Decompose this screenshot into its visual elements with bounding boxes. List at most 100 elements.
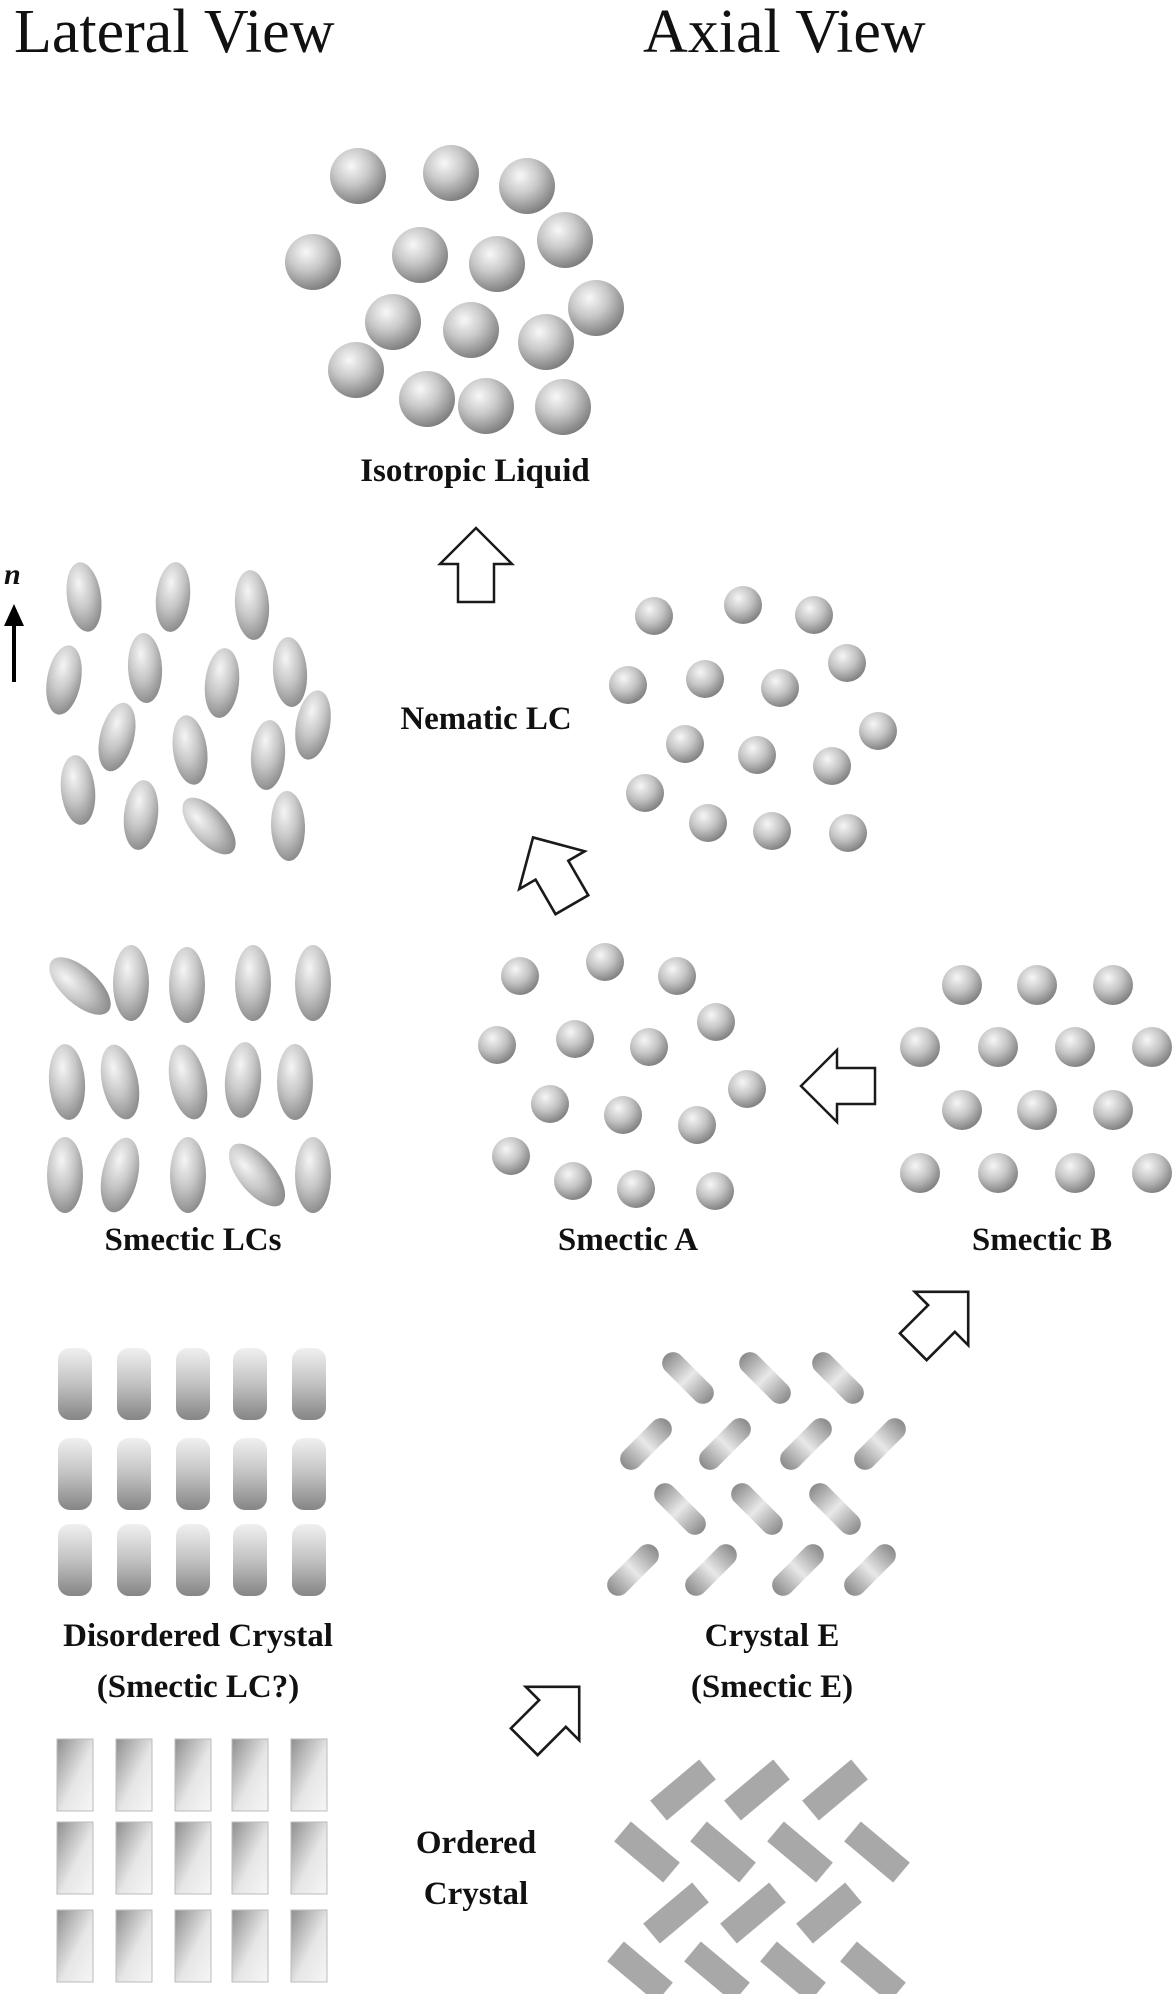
block-particle (290, 1909, 328, 1983)
block-particle (231, 1738, 269, 1812)
small-sphere-particle (696, 1172, 734, 1210)
small-sphere-particle (658, 957, 696, 995)
pill-particle (809, 1483, 861, 1535)
ellipsoid-particle (60, 755, 96, 825)
ellipsoid-particle (295, 945, 331, 1021)
rod-particle (292, 1438, 326, 1510)
sphere-particle (458, 378, 514, 434)
ellipsoid-particle (127, 633, 163, 703)
block-particle (56, 1909, 94, 1983)
ellipsoid-particle (204, 648, 240, 718)
smectic-b-particles (900, 965, 1172, 1193)
lateral-view-header: Lateral View (14, 0, 335, 66)
ellipsoid-particle (168, 1044, 208, 1120)
small-sphere-particle (942, 1090, 982, 1130)
small-sphere-particle (1093, 965, 1133, 1005)
rod-particle (117, 1348, 151, 1420)
block-particle (290, 1821, 328, 1895)
small-sphere-particle (978, 1027, 1018, 1067)
sphere-particle (392, 227, 448, 283)
small-sphere-particle (689, 804, 727, 842)
ellipsoid-particle (228, 1143, 286, 1207)
pill-particle (844, 1544, 896, 1596)
rod-particle (117, 1524, 151, 1596)
smectic-a-particles (478, 943, 766, 1210)
sphere-particle (330, 148, 386, 204)
sphere-particle (568, 280, 624, 336)
crystal-e-particles (607, 1352, 906, 1596)
director-arrow (4, 604, 24, 682)
small-sphere-particle (1132, 1027, 1172, 1067)
sphere-particle (399, 371, 455, 427)
isotropic-liquid-label: Isotropic Liquid (360, 453, 590, 489)
sphere-particle (423, 145, 479, 201)
small-sphere-particle (531, 1085, 569, 1123)
small-sphere-particle (617, 1170, 655, 1208)
ordered-crystal-sublabel: Crystal (424, 1876, 528, 1912)
pill-particle (731, 1483, 783, 1535)
ellipsoid-particle (295, 1137, 331, 1213)
block-particle (844, 1821, 910, 1883)
arrow-ordered-to-crystal-e (509, 1685, 581, 1757)
small-sphere-particle (978, 1153, 1018, 1193)
pill-particle (854, 1418, 906, 1470)
small-sphere-particle (697, 1003, 735, 1041)
small-sphere-particle (478, 1026, 516, 1064)
ellipsoid-particle (98, 702, 136, 772)
transition-arrows (436, 526, 970, 1757)
pill-particle (685, 1544, 737, 1596)
small-sphere-particle (666, 725, 704, 763)
ellipsoid-particle (169, 947, 205, 1023)
block-particle (115, 1738, 153, 1812)
block-particle (115, 1909, 153, 1983)
ellipsoid-particle (172, 715, 208, 785)
arrow-smectic-a-to-nematic (517, 835, 591, 916)
block-particle (720, 1882, 786, 1944)
sphere-particle (499, 158, 555, 214)
smectic-b-label: Smectic B (972, 1222, 1112, 1258)
nematic-lc-label: Nematic LC (400, 701, 571, 737)
block-particle (174, 1738, 212, 1812)
small-sphere-particle (1132, 1153, 1172, 1193)
small-sphere-particle (900, 1153, 940, 1193)
rod-particle (292, 1524, 326, 1596)
sphere-particle (535, 379, 591, 435)
ellipsoid-particle (170, 1137, 206, 1213)
block-particle (796, 1882, 862, 1944)
ordered-crystal-lateral-particles (56, 1738, 328, 1983)
rod-particle (233, 1524, 267, 1596)
rod-particle (176, 1348, 210, 1420)
block-particle (650, 1759, 716, 1821)
arrow-smectic-b-to-smectic-a (799, 1046, 877, 1126)
block-particle (760, 1941, 826, 1994)
small-sphere-particle (1055, 1153, 1095, 1193)
small-sphere-particle (753, 812, 791, 850)
block-particle (643, 1882, 709, 1944)
small-sphere-particle (813, 747, 851, 785)
block-particle (684, 1941, 750, 1994)
ellipsoid-particle (123, 780, 159, 850)
disordered-crystal-label: Disordered Crystal (63, 1618, 333, 1654)
ordered-crystal-label: Ordered (416, 1825, 536, 1861)
small-sphere-particle (678, 1106, 716, 1144)
small-sphere-particle (501, 957, 539, 995)
block-particle (614, 1821, 680, 1883)
sphere-particle (443, 302, 499, 358)
ellipsoid-particle (66, 562, 102, 632)
small-sphere-particle (859, 712, 897, 750)
ellipsoid-particle (235, 945, 271, 1021)
pill-particle (662, 1352, 714, 1404)
sphere-particle (537, 212, 593, 268)
small-sphere-particle (1093, 1090, 1133, 1130)
small-sphere-particle (586, 943, 624, 981)
sphere-particle (285, 234, 341, 290)
rod-particle (233, 1348, 267, 1420)
rod-particle (176, 1438, 210, 1510)
disordered-crystal-sublabel: (Smectic LC?) (97, 1669, 300, 1705)
block-particle (174, 1821, 212, 1895)
block-particle (840, 1941, 906, 1994)
crystal-e-label: Crystal E (705, 1618, 840, 1654)
rod-particle (233, 1438, 267, 1510)
block-particle (56, 1821, 94, 1895)
isotropic-liquid-particles (285, 145, 624, 435)
